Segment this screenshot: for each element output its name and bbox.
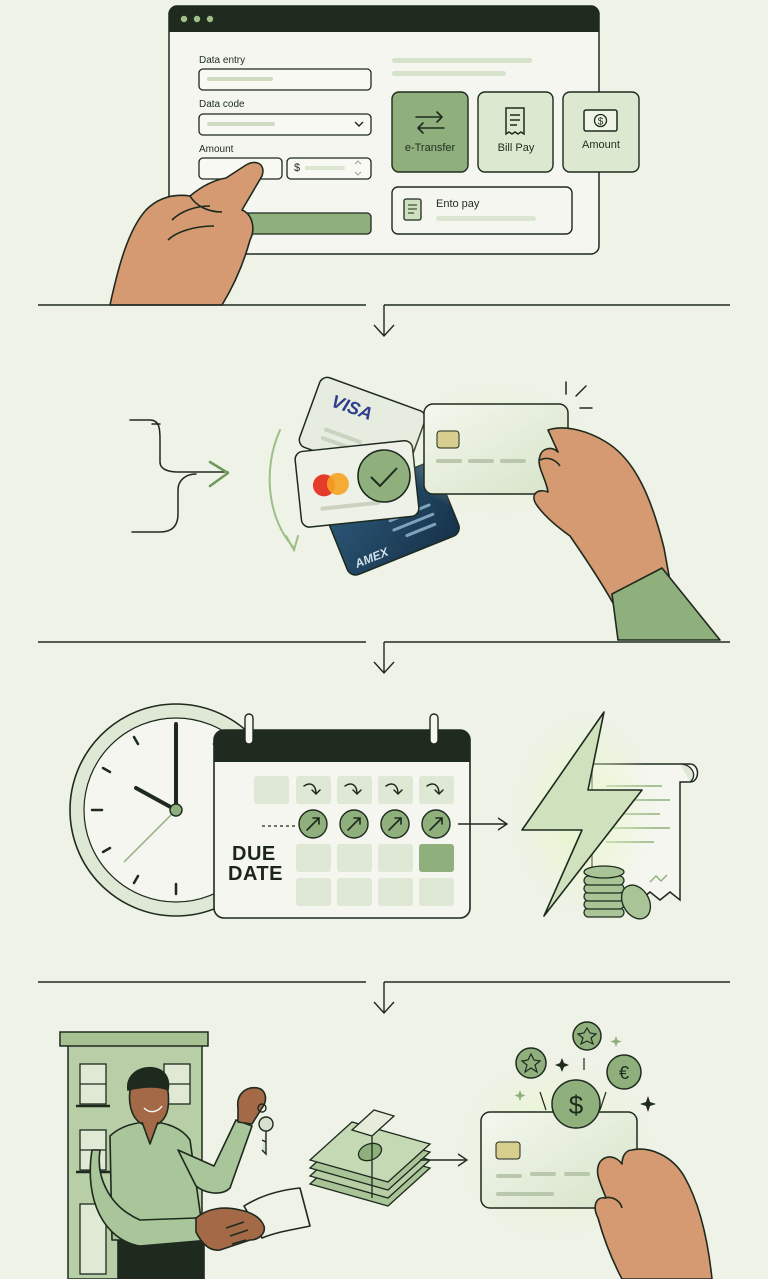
svg-text:$: $ bbox=[598, 117, 604, 128]
section-divider bbox=[38, 641, 730, 675]
holding-hand bbox=[533, 427, 721, 641]
section-divider bbox=[38, 304, 730, 338]
data-code-label: Data code bbox=[199, 99, 245, 110]
window-dot-icon bbox=[180, 15, 188, 23]
final-hand bbox=[594, 1148, 713, 1279]
document-icon bbox=[403, 198, 422, 221]
euro-coin-icon: € bbox=[606, 1054, 642, 1090]
flow-arrow bbox=[129, 419, 230, 533]
rotate-arrow-icon bbox=[268, 429, 299, 553]
data-code-select[interactable] bbox=[198, 113, 372, 136]
svg-text:$: $ bbox=[569, 1090, 584, 1120]
chevron-down-icon bbox=[354, 121, 364, 127]
window-dot-icon bbox=[206, 15, 214, 23]
coins-icon bbox=[583, 865, 652, 920]
section-divider bbox=[38, 981, 730, 1015]
auto-pay-label[interactable]: Ento pay bbox=[436, 198, 480, 210]
billpay-label[interactable]: Bill Pay bbox=[497, 142, 535, 154]
amount-tile[interactable]: $ bbox=[562, 91, 640, 173]
sparkle-icon bbox=[514, 1036, 656, 1112]
currency-symbol: $ bbox=[294, 162, 301, 174]
billpay-tile[interactable] bbox=[477, 91, 554, 173]
amount-label: Amount bbox=[199, 144, 234, 155]
etransfer-tile[interactable] bbox=[391, 91, 469, 173]
data-entry-input[interactable] bbox=[198, 68, 372, 91]
flow-arrow bbox=[458, 817, 509, 831]
person bbox=[89, 1066, 267, 1279]
window-dot-icon bbox=[193, 15, 201, 23]
svg-text:€: € bbox=[619, 1063, 629, 1083]
due-label-line1: DUE bbox=[232, 843, 276, 865]
auto-pay-tile[interactable] bbox=[391, 186, 573, 235]
due-label-line2: DATE bbox=[228, 863, 283, 885]
data-entry-label: Data entry bbox=[199, 55, 246, 66]
banknote-icon: $ bbox=[583, 109, 618, 132]
handshake bbox=[195, 1187, 311, 1251]
flow-arrow bbox=[420, 1153, 469, 1167]
selected-card bbox=[423, 403, 569, 495]
sparkle-icon bbox=[565, 381, 593, 409]
receipt-icon bbox=[505, 107, 525, 136]
pointing-hand bbox=[109, 161, 264, 306]
lightning-icon bbox=[521, 711, 643, 917]
star-coin-icon bbox=[515, 1021, 602, 1079]
etransfer-label[interactable]: e-Transfer bbox=[404, 142, 456, 154]
check-circles bbox=[298, 809, 451, 839]
transfer-icon bbox=[415, 111, 445, 134]
cash-bundle-icon bbox=[308, 1109, 432, 1207]
amount-method-label[interactable]: Amount bbox=[582, 139, 620, 151]
calendar-icon bbox=[213, 713, 471, 919]
key-icon bbox=[257, 1103, 274, 1156]
dollar-coin-icon: $ bbox=[551, 1079, 601, 1129]
